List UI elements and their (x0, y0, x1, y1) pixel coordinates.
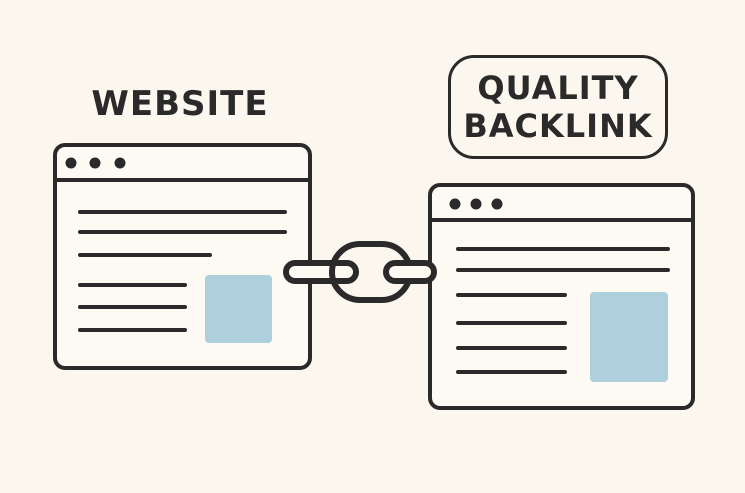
quality-backlink-badge: QUALITY BACKLINK (448, 55, 668, 159)
backlink-window (428, 183, 695, 410)
website-label: WEBSITE (91, 84, 269, 124)
backlink-label: BACKLINK (463, 107, 653, 145)
chain-link-icon (283, 241, 437, 303)
website-window (53, 143, 312, 370)
quality-label: QUALITY (477, 69, 639, 107)
